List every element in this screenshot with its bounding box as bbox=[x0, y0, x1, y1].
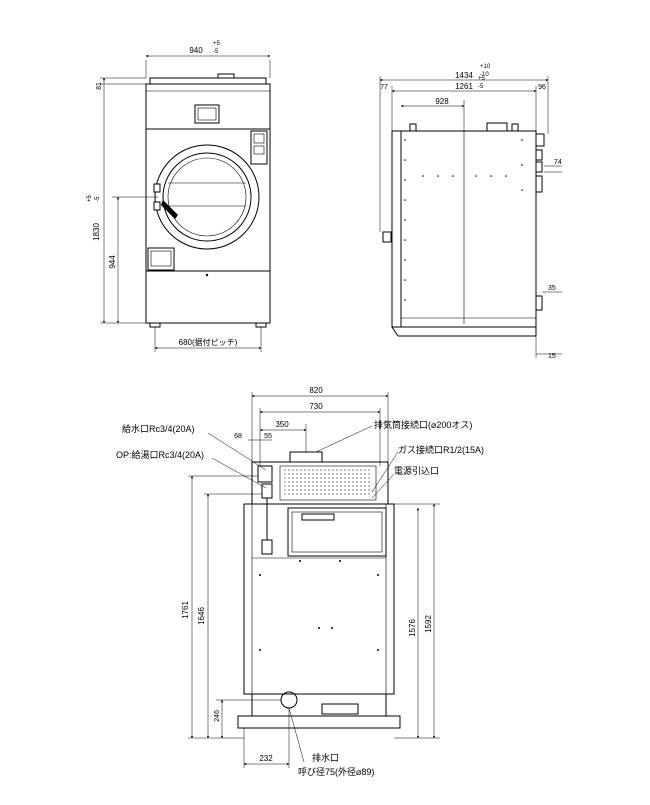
rear-width-inner-dim: 730 bbox=[309, 402, 323, 411]
front-top-height-dim: 81 bbox=[96, 82, 103, 90]
rear-width-outer-dim: 820 bbox=[309, 386, 323, 395]
vent-grille bbox=[279, 465, 377, 501]
rear-drain-offset-dim: 232 bbox=[259, 754, 273, 763]
drain-size-label: 呼び径75(外径⌀89) bbox=[298, 766, 374, 777]
door-handle bbox=[161, 200, 178, 219]
lint-panel bbox=[147, 247, 175, 271]
side-connection-dim: 74 bbox=[554, 159, 562, 166]
side-base-dim: 15 bbox=[548, 353, 556, 360]
power-label: 電源引込口 bbox=[394, 466, 439, 476]
side-body-depth-dim: 1261 bbox=[455, 82, 473, 91]
exhaust-label: 排気筒接続口(⌀200オス) bbox=[374, 419, 472, 430]
front-total-height-dim: 1830 bbox=[92, 223, 101, 241]
hot-water-supply-label: OP:給湯口Rc3/4(20A) bbox=[116, 449, 204, 460]
side-depth-tol-lower: -10 bbox=[480, 72, 489, 78]
rear-height-1592-dim: 1592 bbox=[424, 615, 433, 633]
rear-height-246-dim: 246 bbox=[214, 710, 221, 722]
side-body-tol-upper: +5 bbox=[478, 76, 486, 82]
rear-offset-68-dim: 68 bbox=[234, 433, 242, 440]
rear-height-1646-dim: 1646 bbox=[197, 607, 206, 625]
side-view: 1434 +10 -10 1261 +5 -5 77 96 928 74 35 … bbox=[379, 64, 562, 360]
gas-label: ガス接続口R1/2(15A) bbox=[398, 444, 484, 455]
rear-exhaust-offset-dim: 350 bbox=[275, 420, 289, 429]
exhaust-port bbox=[289, 451, 323, 463]
side-total-depth-dim: 1434 bbox=[455, 71, 473, 80]
front-door-height-dim: 944 bbox=[108, 255, 117, 269]
front-width-tol-lower: -5 bbox=[213, 49, 219, 55]
door-outer bbox=[154, 144, 260, 250]
rear-offset-55-dim: 55 bbox=[264, 433, 272, 440]
front-height-tol-lower: -5 bbox=[95, 196, 101, 202]
side-inner-depth-dim: 928 bbox=[435, 97, 449, 106]
side-low-connection-dim: 35 bbox=[548, 285, 556, 292]
side-depth-tol-upper: +10 bbox=[480, 64, 491, 70]
water-supply-label: 給水口Rc3/4(20A) bbox=[122, 423, 195, 434]
coin-box bbox=[250, 130, 268, 165]
burner-box bbox=[287, 507, 387, 557]
front-height-tol-upper: +5 bbox=[87, 194, 93, 202]
rear-view: 820 730 350 68 55 1761 1646 246 1576 159… bbox=[116, 386, 484, 777]
front-mount-pitch-dim: 680(据付ピッチ) bbox=[179, 337, 238, 347]
rear-height-1761-dim: 1761 bbox=[181, 601, 190, 619]
side-rivets bbox=[404, 139, 523, 301]
side-rear-offset-dim: 96 bbox=[538, 84, 546, 91]
front-width-dim: 940 bbox=[189, 46, 203, 55]
side-body-tol-lower: -5 bbox=[478, 84, 484, 90]
front-view: 940 +5 -5 1830 +5 -5 944 81 680(据付ピッチ) bbox=[87, 41, 271, 352]
control-display bbox=[194, 104, 220, 124]
side-front-offset-dim: 77 bbox=[380, 84, 388, 91]
drain-label: 排水口 bbox=[312, 752, 339, 763]
front-width-tol-upper: +5 bbox=[213, 41, 221, 47]
rear-height-1576-dim: 1576 bbox=[408, 619, 417, 637]
